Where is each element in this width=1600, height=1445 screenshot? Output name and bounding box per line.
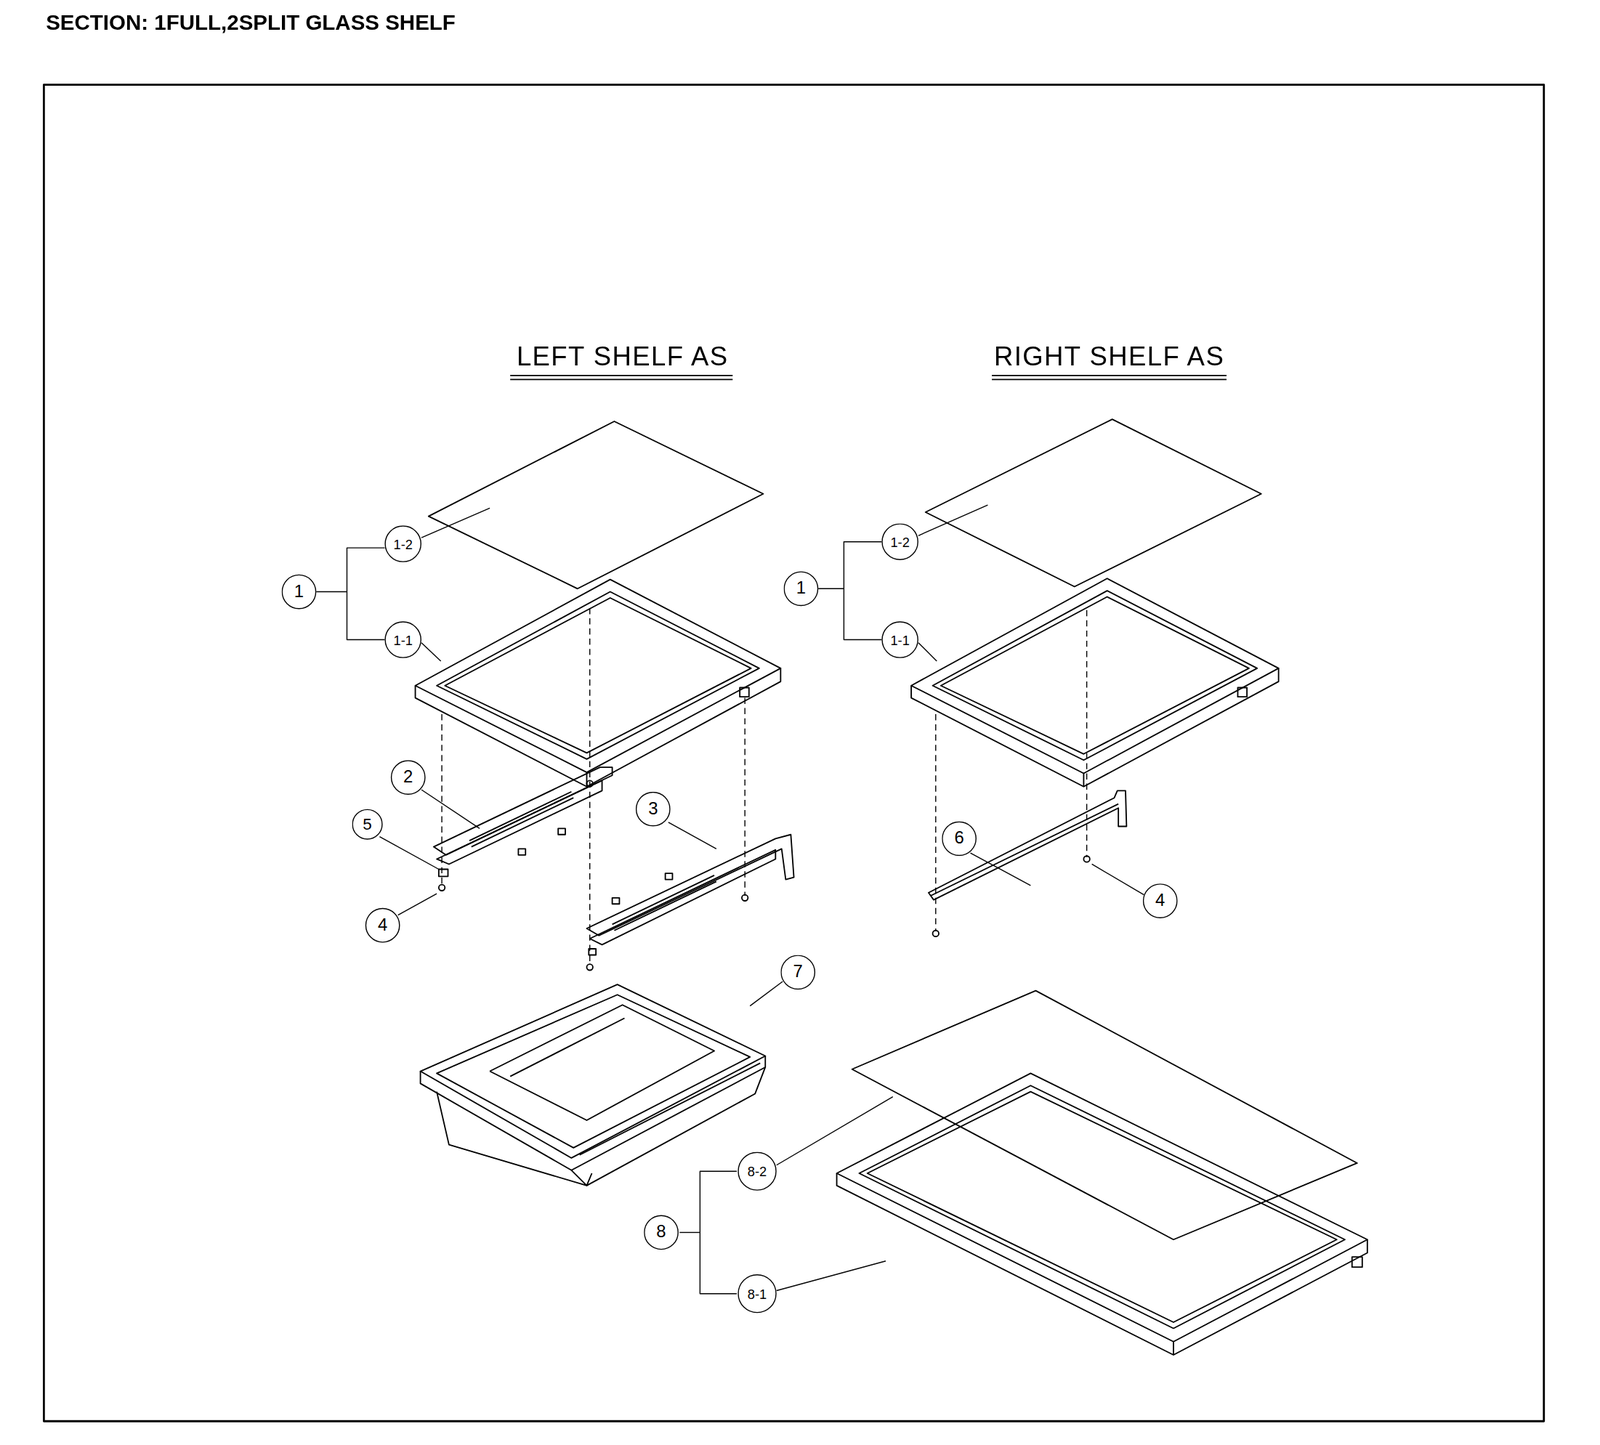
callout-number: 7	[780, 954, 816, 990]
assembly-heading: RIGHT SHELF AS	[994, 341, 1225, 374]
callout-number: 6	[941, 821, 977, 856]
callout-number: 1-1	[881, 621, 919, 659]
callout-number: 1	[281, 574, 317, 610]
assembly-heading: LEFT SHELF AS	[516, 341, 729, 374]
callout-number: 2	[390, 760, 426, 795]
section-title: SECTION: 1FULL,2SPLIT GLASS SHELF	[45, 10, 456, 35]
callout-number: 4	[1142, 883, 1178, 919]
callout-number: 3	[635, 792, 671, 827]
callout-number: 1	[784, 571, 819, 606]
callout-number: 8	[643, 1215, 679, 1251]
callout-number: 8-2	[737, 1151, 777, 1191]
callout-number: 1-2	[881, 523, 919, 561]
callout-number: 8-1	[737, 1274, 777, 1313]
callout-number: 5	[351, 809, 383, 840]
callout-number: 1-1	[384, 621, 422, 659]
callout-number: 4	[365, 908, 401, 944]
callout-number: 1-2	[384, 525, 422, 563]
